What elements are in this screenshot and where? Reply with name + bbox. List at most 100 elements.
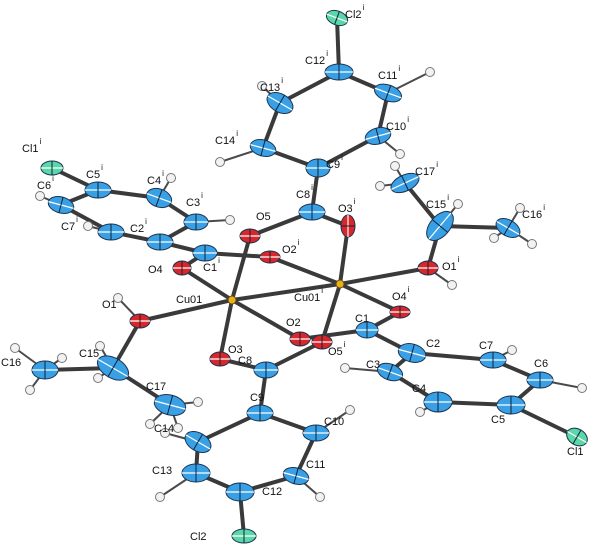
atom-o3-i [340, 214, 356, 238]
bond [335, 16, 341, 74]
atom-c12 [225, 482, 255, 502]
atom-c11-i [374, 83, 402, 103]
atom-label: C14 [154, 423, 174, 435]
atom-cl1 [566, 427, 588, 447]
atom-o2 [289, 331, 311, 347]
atom-label: Cl1i [22, 137, 42, 156]
atom-c3-i [183, 213, 209, 231]
atom-label: C10i [386, 115, 409, 134]
atom-label: C8i [296, 183, 313, 202]
atom-label: C17 [146, 381, 166, 393]
atom-label: Cu01 [176, 294, 202, 306]
atom-label: C13 [152, 465, 172, 477]
bond [320, 282, 342, 344]
atom-label: C16i [522, 203, 545, 222]
atom-label: O3 [228, 344, 243, 356]
atom-o4-i [389, 305, 411, 319]
atom-label: C3i [186, 191, 203, 210]
atom-label: O3i [338, 197, 356, 216]
atom-label: O1i [442, 255, 460, 274]
bond [230, 282, 342, 302]
atom-label: C3 [366, 359, 380, 371]
atom-label: C8 [238, 355, 252, 367]
atom-c7 [479, 351, 507, 369]
atom-c6 [526, 371, 554, 389]
bond [338, 266, 430, 286]
bond [230, 234, 252, 302]
atom-cu01-i [335, 279, 345, 289]
atom-c4-i [145, 187, 173, 209]
atom-label: O1 [102, 299, 117, 311]
atom-c15-i [426, 210, 454, 242]
atom-label: C7i [61, 215, 78, 234]
atom-label: O2i [282, 238, 300, 257]
atom-label: C6i [37, 174, 54, 193]
atom-label: C16 [1, 357, 21, 369]
atom-label: C4i [147, 169, 164, 188]
atom-c3 [376, 362, 404, 382]
atom-c16-i [495, 218, 521, 238]
atom-c2-i [146, 233, 174, 251]
atom-o5 [239, 228, 261, 244]
atom-c10 [302, 424, 330, 442]
atom-o1 [129, 313, 151, 329]
atom-c2 [397, 343, 427, 363]
atom-c1-i [192, 244, 218, 262]
atom-c6-i [47, 196, 75, 214]
atom-c12-i [324, 63, 354, 81]
atom-c14-i [249, 139, 277, 157]
bond [180, 266, 234, 302]
atom-label: C17i [415, 160, 438, 179]
bond [138, 298, 234, 323]
atom-label: O2 [286, 317, 301, 329]
atom-c14 [184, 431, 212, 453]
atom-label: C5 [491, 414, 505, 426]
atom-label: O4i [392, 285, 410, 304]
atom-c8 [253, 361, 279, 379]
atom-c9 [246, 404, 274, 422]
bond [230, 298, 302, 341]
hydrogen-atom [489, 227, 509, 243]
atom-o2-i [259, 250, 281, 264]
bond [268, 255, 342, 286]
atom-o4 [172, 260, 192, 276]
atom-label: C11i [378, 64, 400, 83]
atom-c4 [423, 391, 453, 413]
atom-label: C12 [262, 486, 282, 498]
atom-label: C14i [215, 129, 238, 148]
atom-label: C15 [79, 348, 99, 360]
bond [338, 282, 402, 314]
atom-label: C13i [260, 76, 283, 95]
atom-c8-i [298, 203, 326, 221]
atom-label: C6 [534, 358, 548, 370]
atom-c9-i [305, 158, 331, 178]
atom-c15 [96, 355, 130, 381]
bond [218, 298, 234, 361]
atom-c13 [181, 463, 211, 483]
atom-label: O5 [256, 211, 271, 223]
atom-label: C4 [412, 383, 426, 395]
atom-c1 [355, 321, 379, 339]
atom-label: C12i [305, 49, 328, 68]
atom-cu01 [227, 295, 237, 305]
atom-label: C11 [306, 459, 325, 471]
atom-label: C9i [326, 153, 343, 172]
atom-label: C2 [426, 338, 440, 350]
atom-cl1-i [40, 160, 64, 176]
atom-label: Cl2 [190, 531, 207, 543]
atom-label: C9 [250, 392, 264, 404]
atom-label: C7 [479, 340, 493, 352]
atom-label: O4 [148, 264, 163, 276]
atom-c17 [153, 393, 187, 417]
atom-o1-i [417, 260, 439, 276]
atom-c5 [496, 395, 526, 415]
atom-label: Cl1 [567, 446, 584, 458]
atom-c5-i [84, 181, 112, 199]
atom-o3 [209, 351, 231, 367]
atom-c13-i [266, 92, 294, 114]
atom-c7-i [97, 223, 125, 241]
atom-o5-i [311, 334, 333, 350]
